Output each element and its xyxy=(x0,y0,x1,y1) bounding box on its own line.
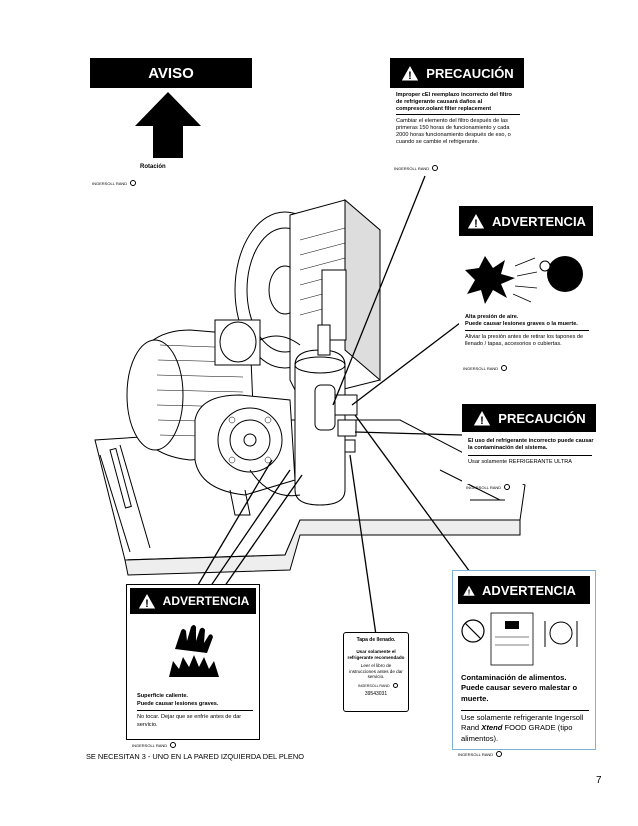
precaucion-coolant-brand: INGERSOLL RAND xyxy=(466,484,511,490)
warning-triangle-icon: ! xyxy=(466,212,486,230)
advertencia-food-label: ! ADVERTENCIA Contaminación de alimentos… xyxy=(452,570,596,750)
xtend-logo: Xtend xyxy=(481,723,503,733)
advertencia-pressure-bold: Alta presión de aire. Puede causar lesio… xyxy=(465,314,578,327)
advertencia-hot-label: ! ADVERTENCIA Superficie caliente. Puede… xyxy=(126,584,260,740)
advertencia-food-title: ADVERTENCIA xyxy=(482,582,576,598)
food-contamination-icon xyxy=(461,612,578,666)
fill-tag-brand: INGERSOLL RAND xyxy=(358,683,398,688)
aviso-title: AVISO xyxy=(148,64,194,82)
aviso-label: AVISO Rotación xyxy=(90,58,252,176)
aviso-header: AVISO xyxy=(90,58,252,88)
warning-triangle-icon: ! xyxy=(400,64,421,82)
advertencia-hot-title: ADVERTENCIA xyxy=(162,594,250,608)
svg-text:!: ! xyxy=(145,598,149,610)
advertencia-pressure-label: ! ADVERTENCIA Alta presión de aire. Pued… xyxy=(459,206,593,364)
precaucion-filter-header: ! PRECAUCIÓN xyxy=(390,58,524,88)
advertencia-food-body-suffix: FOOD GRADE (tipo alimentos). xyxy=(461,723,573,743)
advertencia-hot-body: No tocar. Dejar que se enfríe antes de d… xyxy=(137,714,242,728)
advertencia-food-brand: INGERSOLL RAND xyxy=(458,751,503,757)
precaucion-filter-brand: INGERSOLL RAND xyxy=(394,165,439,171)
advertencia-hot-header: ! ADVERTENCIA xyxy=(130,588,256,614)
precaucion-filter-title: PRECAUCIÓN xyxy=(426,65,514,81)
advertencia-pressure-title: ADVERTENCIA xyxy=(492,213,586,229)
registered-mark-icon xyxy=(130,180,137,186)
advertencia-food-bold: Contaminación de alimentos. Puede causar… xyxy=(461,673,578,703)
divider xyxy=(468,455,592,456)
precaucion-filter-body: Cambiar el elemento del filtro después d… xyxy=(396,118,511,145)
advertencia-food-body: Use solamente refrigerante Ingersoll Ran… xyxy=(461,713,593,744)
divider xyxy=(137,710,253,711)
aviso-caption: Rotación xyxy=(140,164,166,170)
warning-triangle-icon: ! xyxy=(462,583,476,597)
fill-tag-line2: Leer el libro de instrucciones antes de … xyxy=(349,663,403,680)
rotation-arrow-icon xyxy=(135,92,201,158)
precaucion-coolant-label: ! PRECAUCIÓN El uso del refrigerante inc… xyxy=(462,404,596,484)
hot-surface-hand-icon xyxy=(169,625,219,677)
registered-mark-icon xyxy=(432,165,439,171)
svg-text:!: ! xyxy=(468,587,471,596)
advertencia-hot-bold: Superficie caliente. Puede causar lesion… xyxy=(137,693,219,707)
explosion-pressure-icon xyxy=(465,256,583,304)
advertencia-pressure-brand: INGERSOLL RAND xyxy=(463,365,508,371)
precaucion-coolant-header: ! PRECAUCIÓN xyxy=(462,404,596,432)
registered-mark-icon xyxy=(392,683,398,688)
advertencia-pressure-header: ! ADVERTENCIA xyxy=(459,206,593,236)
fill-tag-title: Tapa de llenado. xyxy=(356,637,396,643)
footer-note: SE NECESITAN 3 - UNO EN LA PARED IZQUIER… xyxy=(86,752,304,761)
registered-mark-icon xyxy=(496,751,503,757)
page-number: 7 xyxy=(596,775,602,786)
warning-triangle-icon: ! xyxy=(472,409,493,427)
fill-tag-part-number: 39543031 xyxy=(364,691,388,697)
svg-text:!: ! xyxy=(480,415,484,427)
precaucion-coolant-body: Usar solamente REFRIGERANTE ULTRA xyxy=(468,459,573,465)
precaucion-filter-bold: Improper cEl reemplazo incorrecto del fi… xyxy=(396,92,512,112)
fill-cap-tag: Tapa de llenado. Usar solamente el refri… xyxy=(343,632,409,712)
fill-tag-line1: Usar solamente el refrigerante recomenda… xyxy=(347,649,405,660)
precaucion-coolant-title: PRECAUCIÓN xyxy=(498,410,586,426)
divider xyxy=(461,710,589,711)
svg-text:!: ! xyxy=(474,218,478,230)
precaucion-filter-label: ! PRECAUCIÓN Improper cEl reemplazo inco… xyxy=(390,58,524,172)
registered-mark-icon xyxy=(170,742,177,748)
divider xyxy=(465,330,589,331)
advertencia-food-body-prefix: Use solamente refrigerante Ingersoll Ran… xyxy=(461,713,584,733)
registered-mark-icon xyxy=(504,484,511,490)
advertencia-hot-brand: INGERSOLL RAND xyxy=(132,742,177,748)
precaucion-coolant-bold: El uso del refrigerante incorrecto puede… xyxy=(468,438,594,451)
divider xyxy=(396,114,520,115)
advertencia-pressure-body: Aliviar la presión antes de retirar los … xyxy=(465,334,584,347)
aviso-brand: INGERSOLL RAND xyxy=(92,180,137,186)
registered-mark-icon xyxy=(501,365,508,371)
warning-triangle-icon: ! xyxy=(136,592,157,610)
svg-text:!: ! xyxy=(408,70,412,82)
advertencia-food-header: ! ADVERTENCIA xyxy=(458,576,590,604)
